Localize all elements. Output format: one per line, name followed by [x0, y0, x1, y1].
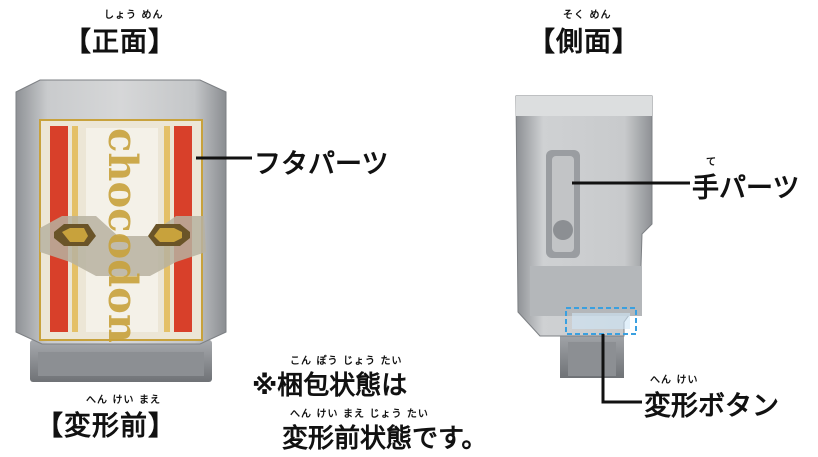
- side-base: [560, 330, 624, 378]
- transform-button-ruby: へん けい: [650, 375, 699, 386]
- lid-part-label: フタパーツ: [254, 149, 389, 180]
- transform-button: [572, 313, 630, 329]
- before-heading-ruby: へん けい まえ: [86, 395, 161, 406]
- front-heading-ruby: しょう めん: [104, 10, 164, 21]
- note-line2-ruby: へん けい まえ じょう たい: [290, 409, 429, 420]
- transform-button-label: 変形ボタン: [644, 391, 779, 422]
- brand-logo: chocodon: [86, 128, 158, 343]
- note-line1-ruby: こん ぽう じょう たい: [290, 356, 403, 367]
- transform-button-highlight: [565, 307, 637, 335]
- brand-logo-text: chocodon: [98, 127, 146, 343]
- front-base: [30, 340, 212, 382]
- side-body: [515, 95, 653, 337]
- note-line2: 変形前状態です。: [282, 424, 488, 454]
- side-hand-part: [546, 150, 580, 258]
- side-heading: 【側面】: [528, 27, 640, 58]
- button-leader-line: [601, 334, 642, 404]
- note-line1: ※梱包状態は: [252, 371, 408, 401]
- front-heading: 【正面】: [64, 27, 176, 58]
- hand-part-label: 手パーツ: [692, 173, 800, 204]
- before-heading: 【変形前】: [36, 411, 176, 442]
- front-visor: [40, 216, 206, 276]
- side-heading-ruby: そく めん: [563, 10, 612, 21]
- hand-part-ruby: て: [706, 157, 717, 168]
